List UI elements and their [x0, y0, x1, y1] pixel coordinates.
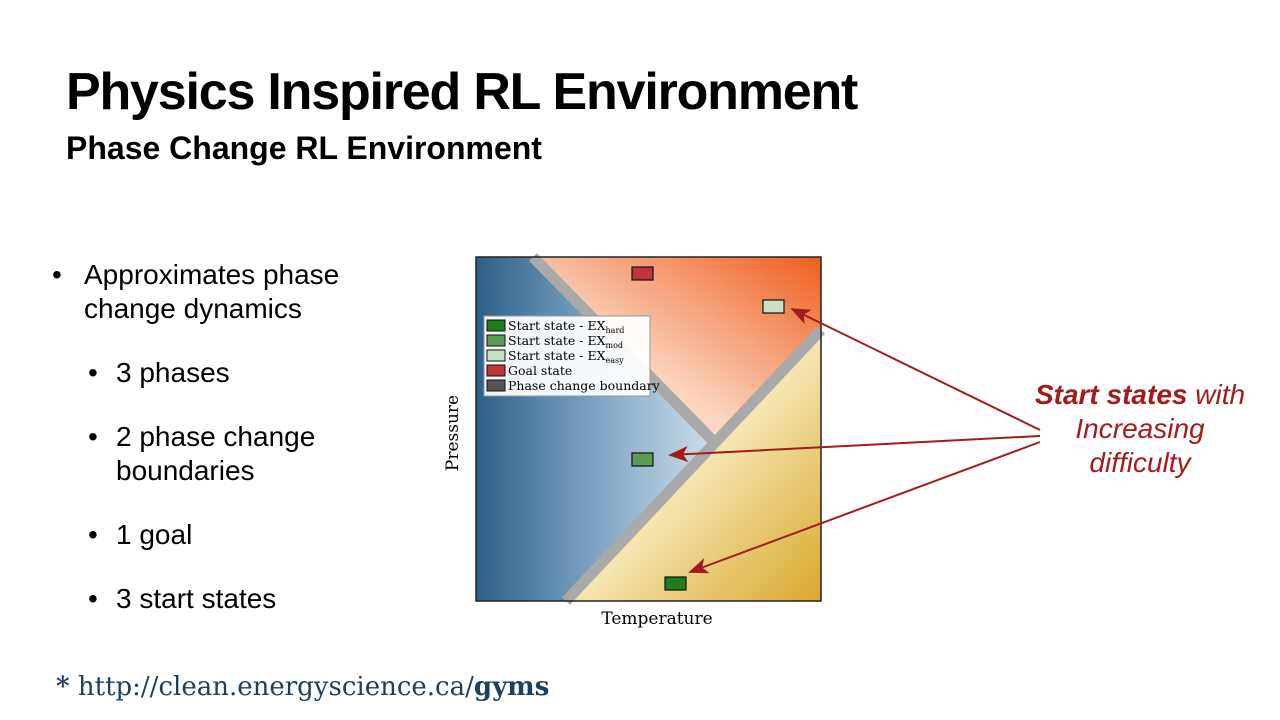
phase-region-gas: [533, 257, 821, 445]
legend-swatch-hard: [486, 319, 506, 332]
annotation-line-2: Increasing: [1075, 413, 1205, 444]
arrow-to-hard: [688, 441, 1041, 574]
slide-subtitle: Phase Change RL Environment: [66, 130, 542, 166]
bullet-sub-phases: 3 phases: [52, 356, 412, 390]
bullet-sub-goal: 1 goal: [52, 518, 412, 552]
slide-title: Physics Inspired RL Environment: [66, 63, 858, 121]
legend-swatch-boundary: [486, 379, 506, 392]
legend-label-boundary: Phase change boundary: [508, 378, 661, 393]
legend-swatch-easy: [486, 349, 506, 362]
start-state-hard-marker: [664, 576, 687, 591]
phase-diagram: Start state - EXhard Start state - EXmod…: [443, 253, 826, 629]
annotation-strong: Start states: [1034, 379, 1188, 410]
annotation-line-3: difficulty: [1089, 447, 1191, 478]
arrow-to-mod: [668, 435, 1041, 463]
legend-swatch-mod: [486, 334, 506, 347]
legend-swatch-goal: [486, 364, 506, 377]
bullet-main: Approximates phase change dynamics: [52, 258, 412, 326]
y-axis-label: Pressure: [443, 395, 463, 471]
arrow-to-easy: [790, 308, 1041, 431]
legend-label-easy: Start state - EXeasy: [508, 348, 624, 365]
x-axis-label: Temperature: [601, 609, 712, 629]
footer-link[interactable]: * http://clean.energyscience.ca/gyms: [56, 672, 549, 702]
bullet-sub-start-states: 3 start states: [52, 582, 412, 616]
bullet-sub-boundaries: 2 phase change boundaries: [52, 420, 412, 488]
goal-state-marker: [631, 266, 654, 281]
annotation-with: with: [1187, 379, 1246, 410]
start-states-annotation: Start states with Increasing difficulty: [1010, 378, 1270, 480]
legend-label-hard: Start state - EXhard: [508, 318, 624, 335]
plot-frame: [475, 256, 822, 602]
phase-boundary-lower: [561, 326, 826, 605]
legend-label-goal: Goal state: [508, 363, 572, 378]
bullet-list: Approximates phase change dynamics 3 pha…: [52, 258, 412, 616]
legend: Start state - EXhard Start state - EXmod…: [483, 315, 661, 397]
start-state-mod-marker: [631, 452, 654, 467]
footer-asterisk: *: [56, 672, 70, 702]
footer-url-bold[interactable]: gyms: [473, 672, 550, 702]
footer-url-prefix[interactable]: http://clean.energyscience.ca/: [77, 672, 474, 702]
annotation-line-1: Start states with: [1010, 378, 1270, 412]
start-state-easy-marker: [762, 299, 785, 314]
phase-region-liquid: [566, 330, 821, 601]
legend-label-mod: Start state - EXmod: [508, 333, 623, 350]
